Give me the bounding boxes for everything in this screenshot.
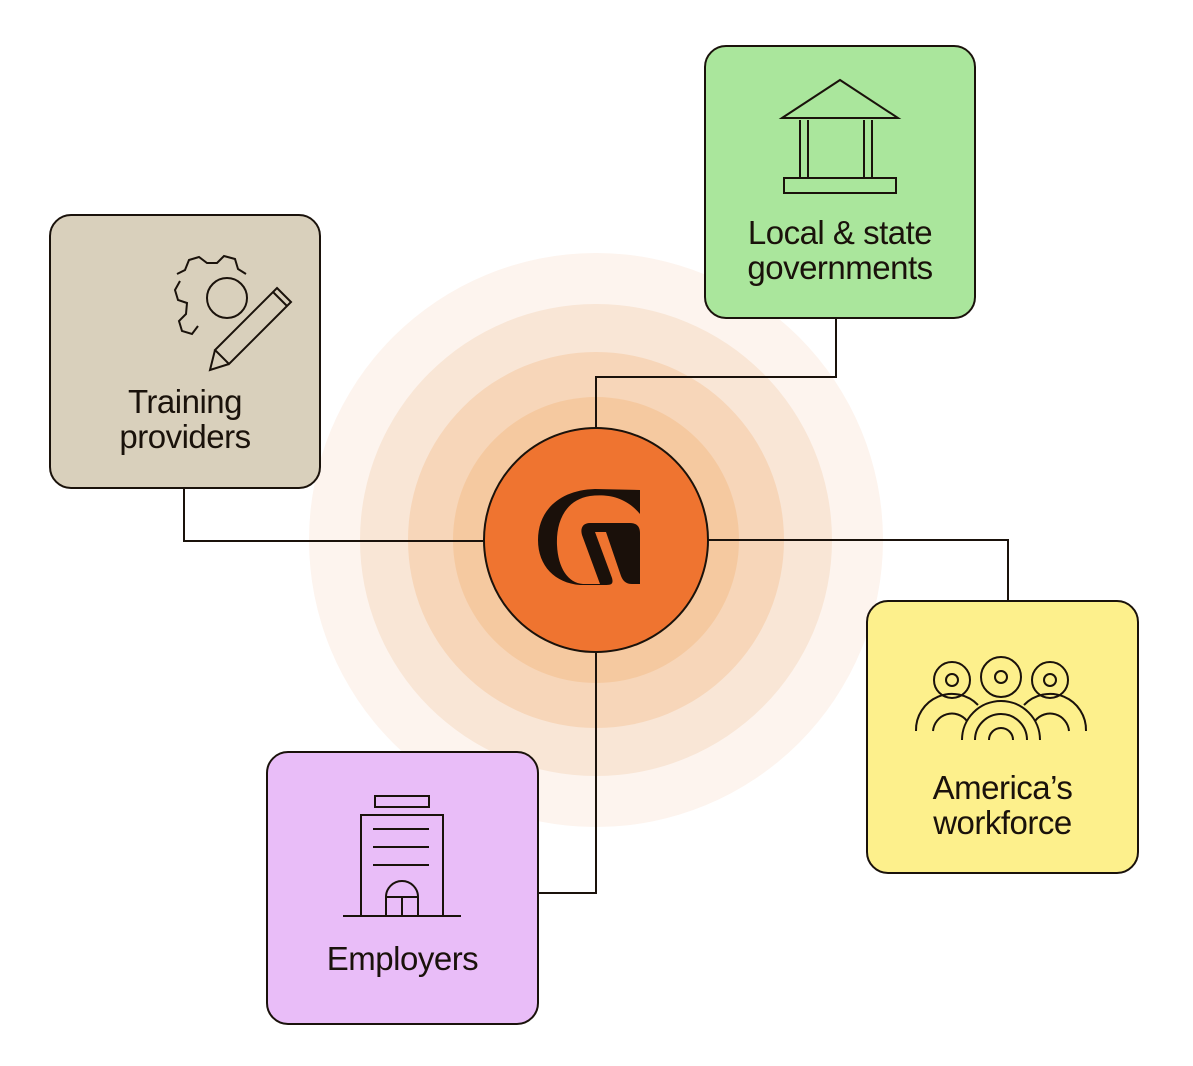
workforce-label-line2: workforce [933,804,1072,841]
training-label-line1: Training [128,383,243,420]
workforce-label-line1: America’s [932,769,1073,806]
node-training-providers: Training providers [49,214,321,489]
employers-label: Employers [326,940,479,977]
brand-logo-icon [538,489,640,585]
gear-pencil-icon [173,254,293,372]
connector-training [183,488,484,542]
government-label-line2: governments [747,249,933,286]
government-building-icon [778,78,902,194]
node-employers: Employers [266,751,539,1025]
node-americas-workforce: America’s workforce [866,600,1139,874]
connector-government [595,318,837,428]
connector-employers [538,652,597,894]
node-local-state-governments: Local & state governments [704,45,976,319]
training-label-line2: providers [119,418,251,455]
government-label-line1: Local & state [747,214,933,251]
connector-workforce [708,539,1009,600]
